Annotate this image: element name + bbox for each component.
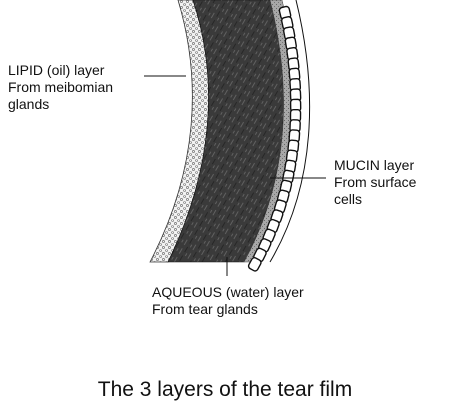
lipid-label-line3: glands xyxy=(8,96,50,112)
surface-cells xyxy=(247,0,311,272)
epithelial-cell xyxy=(247,257,262,272)
lipid-label: LIPID (oil) layer From meibomian glands xyxy=(8,62,113,113)
aqueous-label-line2: From tear glands xyxy=(152,301,258,317)
aqueous-label: AQUEOUS (water) layer From tear glands xyxy=(152,284,304,318)
mucin-label: MUCIN layer From surface cells xyxy=(334,157,416,208)
aqueous-label-line1: AQUEOUS (water) layer xyxy=(152,284,304,300)
cell-layer-edge xyxy=(269,0,311,263)
mucin-label-line3: cells xyxy=(334,191,363,207)
mucin-label-line1: MUCIN layer xyxy=(334,157,415,173)
lipid-label-line1: LIPID (oil) layer xyxy=(8,62,105,78)
diagram-caption: The 3 layers of the tear film xyxy=(97,378,353,401)
lipid-label-line2: From meibomian xyxy=(8,79,114,95)
mucin-label-line2: From surface xyxy=(334,174,417,190)
